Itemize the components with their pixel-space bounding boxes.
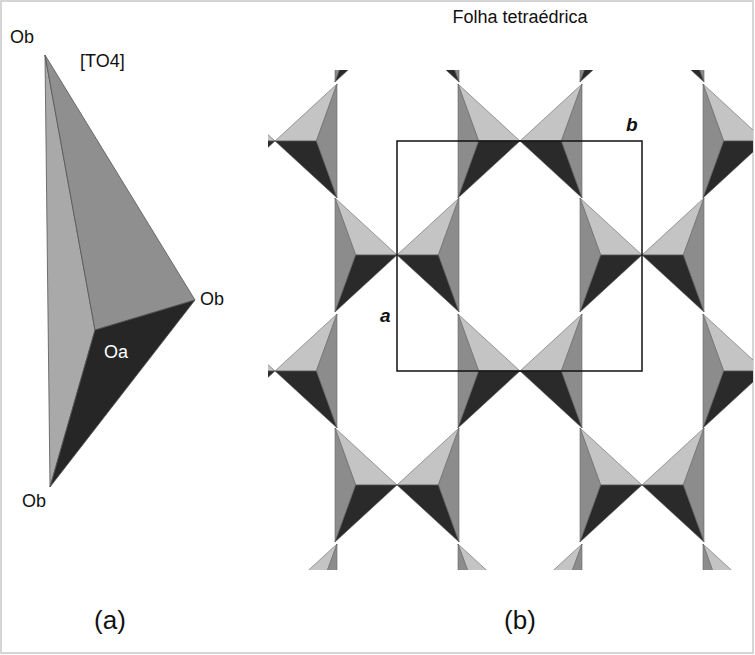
formula-label: [TO4] — [80, 52, 125, 72]
tetrahedral-sheet — [268, 70, 753, 570]
tetrahedron-unit — [397, 70, 459, 82]
tetrahedron-unit — [268, 314, 275, 428]
axis-label: a — [378, 306, 393, 327]
tetrahedron-unit — [703, 84, 753, 198]
tetrahedron-unit — [397, 198, 459, 312]
tetrahedron-unit — [642, 428, 704, 542]
tetrahedron-unit — [520, 544, 582, 570]
tetrahedron-unit — [642, 70, 704, 82]
panel-label: (a) — [94, 606, 126, 635]
tetrahedron-unit — [703, 544, 753, 570]
figure-title: Folha tetraédrica — [452, 8, 587, 28]
tetrahedron-unit — [335, 428, 397, 542]
oxygen-label: Ob — [10, 28, 34, 48]
tetrahedron-unit — [275, 314, 337, 428]
tetrahedron-unit — [335, 198, 397, 312]
tetrahedron-unit — [268, 544, 275, 570]
tetrahedron — [45, 55, 195, 487]
tetrahedron-unit — [275, 544, 337, 570]
tetrahedron-unit — [580, 428, 642, 542]
unit-cell — [397, 141, 642, 371]
oxygen-label: Ob — [200, 290, 224, 310]
tetrahedron-unit — [580, 198, 642, 312]
panel-label: (b) — [504, 606, 536, 635]
tetrahedron-unit — [335, 70, 397, 82]
tetrahedron-unit — [397, 428, 459, 542]
tetrahedron-unit — [703, 314, 753, 428]
tetrahedron-unit — [458, 544, 520, 570]
oxygen-label: Oa — [104, 343, 128, 363]
axis-label: b — [624, 115, 640, 136]
tetrahedron-unit — [268, 84, 275, 198]
tetrahedron-unit — [580, 70, 642, 82]
tetrahedron-unit — [275, 84, 337, 198]
oxygen-label: Ob — [22, 492, 46, 512]
tetrahedron-unit — [642, 198, 704, 312]
